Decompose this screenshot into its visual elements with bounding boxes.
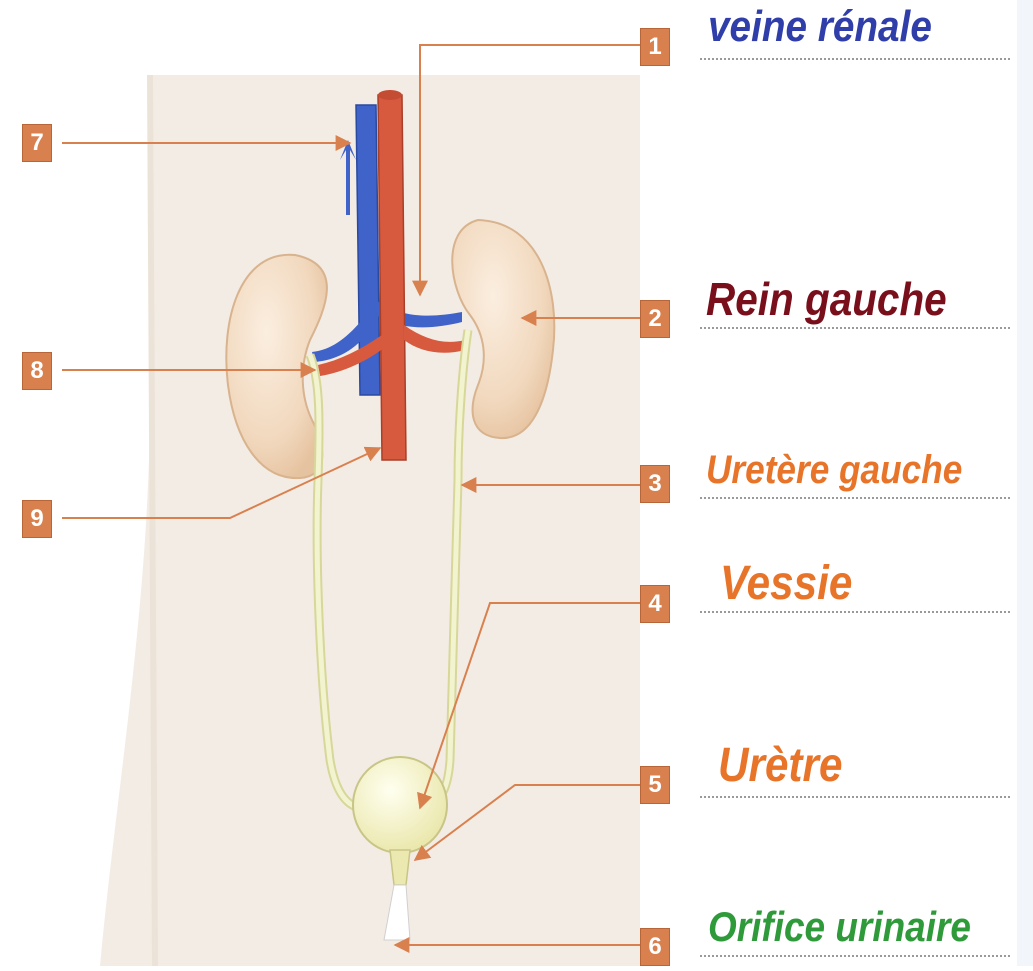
label-number-2: 2 (640, 300, 670, 338)
answer-text-2: Rein gauche (706, 272, 947, 326)
right-edge-border (1017, 0, 1033, 966)
answer-line-6 (700, 955, 1010, 957)
answer-line-3 (700, 497, 1010, 499)
answer-text-3: Uretère gauche (706, 448, 962, 493)
label-number-7: 7 (22, 124, 52, 162)
answer-line-1 (700, 58, 1010, 60)
label-number-6: 6 (640, 928, 670, 966)
label-number-3: 3 (640, 465, 670, 503)
label-number-8: 8 (22, 352, 52, 390)
answer-text-1: veine rénale (708, 2, 932, 52)
urethra (390, 850, 410, 885)
label-number-4: 4 (640, 585, 670, 623)
aorta (378, 95, 406, 460)
answer-line-4 (700, 611, 1010, 613)
label-number-9: 9 (22, 500, 52, 538)
aorta-top (378, 90, 402, 100)
label-number-1: 1 (640, 28, 670, 66)
answer-text-5: Urètre (718, 738, 842, 793)
answer-line-2 (700, 327, 1010, 329)
answer-text-6: Orifice urinaire (708, 903, 971, 951)
label-number-5: 5 (640, 766, 670, 804)
answer-text-4: Vessie (720, 556, 852, 611)
answer-line-5 (700, 796, 1010, 798)
